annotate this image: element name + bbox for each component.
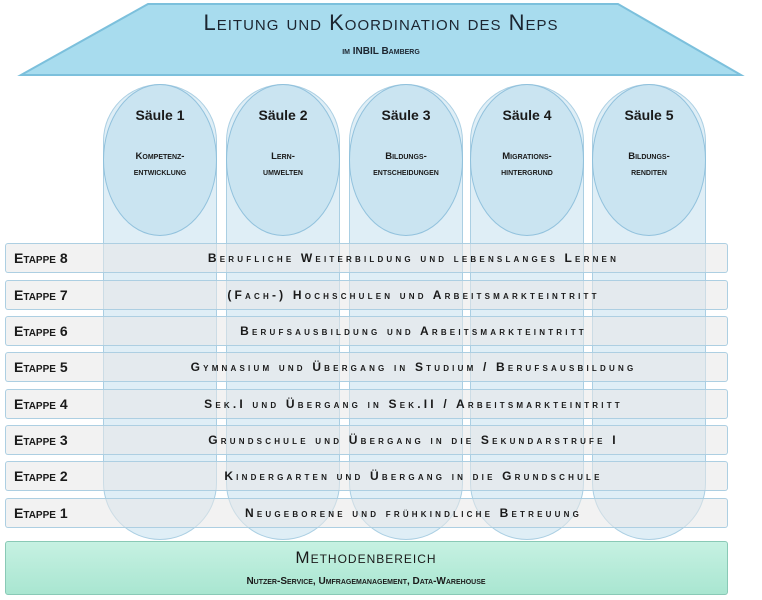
stage-label: Etappe 5 bbox=[14, 359, 68, 375]
stage-label: Etappe 6 bbox=[14, 323, 68, 339]
pillar-capital-4 bbox=[470, 84, 584, 236]
stage-label: Etappe 3 bbox=[14, 432, 68, 448]
stage-row-5: Etappe 5 Gymnasium und Übergang in Studi… bbox=[5, 352, 728, 382]
methods-subtitle: Nutzer-Service, Umfragemanagement, Data-… bbox=[246, 576, 486, 587]
methods-base: Methodenbereich Nutzer-Service, Umfragem… bbox=[5, 541, 728, 595]
stage-row-1: Etappe 1 Neugeborene und frühkindliche B… bbox=[5, 498, 728, 528]
pillar-3-subtitle: Bildungs- entscheidungen bbox=[373, 151, 439, 178]
pillar-2-title: Säule 2 bbox=[258, 107, 308, 123]
stage-text: Grundschule und Übergang in die Sekundar… bbox=[208, 433, 619, 447]
pillar-3-title: Säule 3 bbox=[381, 107, 431, 123]
roof-shape bbox=[17, 3, 745, 76]
stage-row-4: Etappe 4 Sek.I und Übergang in Sek.II / … bbox=[5, 389, 728, 419]
pillar-1-title: Säule 1 bbox=[135, 107, 185, 123]
pillar-capital-3 bbox=[349, 84, 463, 236]
stage-text: Berufliche Weiterbildung und lebenslange… bbox=[207, 251, 620, 265]
pillar-1-subtitle: Kompetenz- entwicklung bbox=[133, 151, 187, 178]
stage-text: Kindergarten und Übergang in die Grundsc… bbox=[224, 469, 603, 483]
header-title: Leitung und Koordination des Neps bbox=[203, 10, 559, 35]
stage-row-8: Etappe 8 Berufliche Weiterbildung und le… bbox=[5, 243, 728, 273]
stage-text: Gymnasium und Übergang in Studium / Beru… bbox=[190, 360, 637, 374]
header-subtitle: im INBIL Bamberg bbox=[342, 46, 420, 57]
stage-row-7: Etappe 7 (Fach-) Hochschulen und Arbeits… bbox=[5, 280, 728, 310]
methods-title: Methodenbereich bbox=[295, 548, 437, 567]
pillar-4-title: Säule 4 bbox=[502, 107, 552, 123]
pillar-4-subtitle: Migrations- hintergrund bbox=[501, 151, 553, 178]
stage-row-6: Etappe 6 Berufsausbildung und Arbeitsmar… bbox=[5, 316, 728, 346]
stage-text: Berufsausbildung und Arbeitsmarkteintrit… bbox=[240, 324, 587, 338]
pillar-5-title: Säule 5 bbox=[624, 107, 674, 123]
stage-label: Etappe 4 bbox=[14, 396, 68, 412]
pillar-5-subtitle: Bildungs- renditen bbox=[628, 151, 670, 178]
pillar-capital-5 bbox=[592, 84, 706, 236]
stage-text: Neugeborene und frühkindliche Betreuung bbox=[244, 506, 583, 520]
pillar-capital-2 bbox=[226, 84, 340, 236]
pillar-2-subtitle: Lern- umwelten bbox=[263, 151, 303, 178]
pillar-capital-1 bbox=[103, 84, 217, 236]
stage-label: Etappe 7 bbox=[14, 287, 68, 303]
stage-row-3: Etappe 3 Grundschule und Übergang in die… bbox=[5, 425, 728, 455]
stage-label: Etappe 1 bbox=[14, 505, 68, 521]
stage-text: Sek.I und Übergang in Sek.II / Arbeitsma… bbox=[204, 397, 623, 411]
stage-row-2: Etappe 2 Kindergarten und Übergang in di… bbox=[5, 461, 728, 491]
stage-label: Etappe 8 bbox=[14, 250, 68, 266]
stage-text: (Fach-) Hochschulen und Arbeitsmarkteint… bbox=[227, 288, 600, 302]
stage-label: Etappe 2 bbox=[14, 468, 68, 484]
